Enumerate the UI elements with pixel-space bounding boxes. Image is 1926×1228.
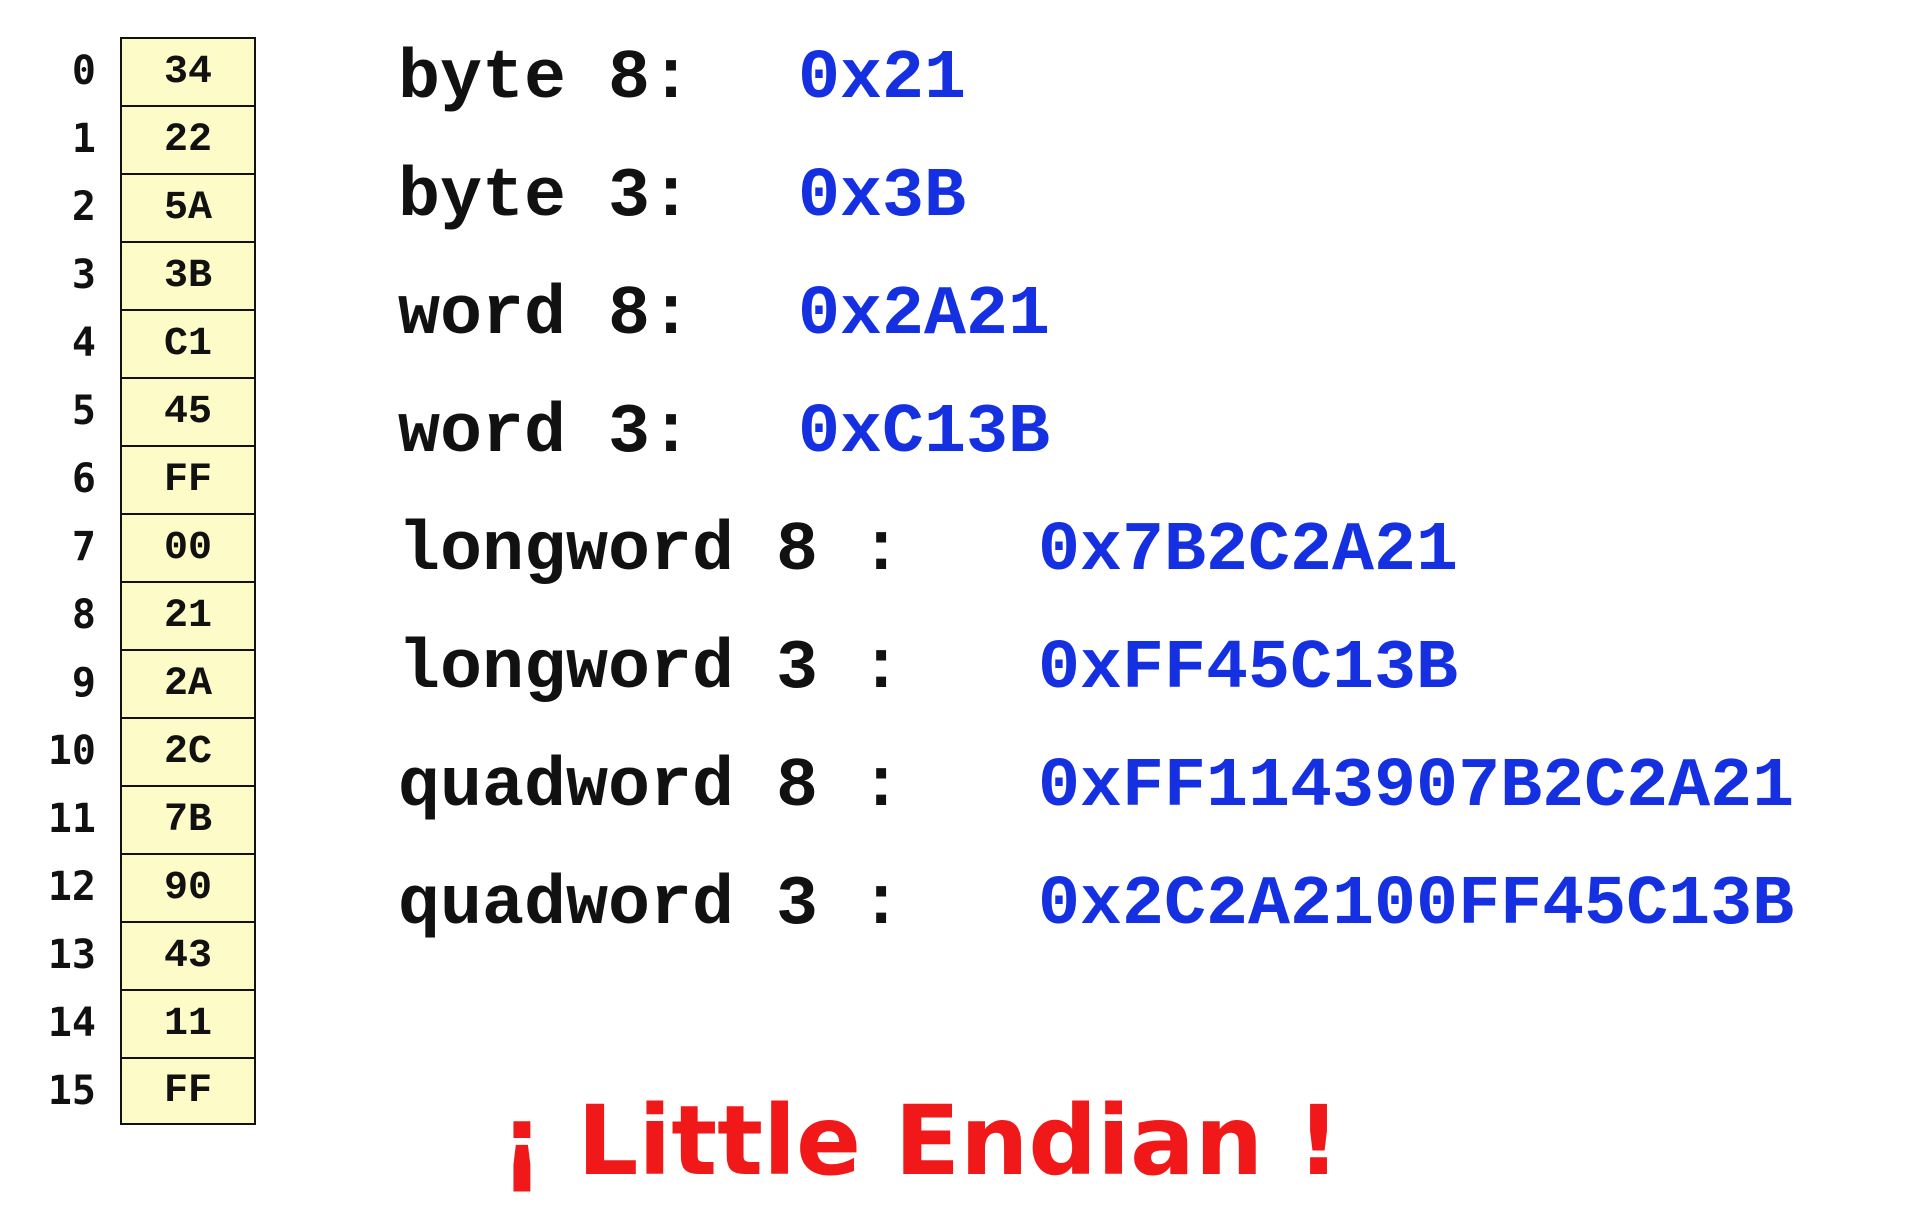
readout-line: byte 8: 0x21 (398, 40, 966, 120)
memory-cell: 11 (120, 989, 256, 1057)
memory-address: 9 (71, 660, 96, 706)
readout-line: word 3: 0xC13B (398, 394, 1050, 474)
memory-cell: 2A (120, 649, 256, 717)
memory-address: 4 (71, 320, 96, 366)
readout-line: quadword 8 : 0xFF1143907B2C2A21 (398, 748, 1794, 828)
memory-cell: FF (120, 1057, 256, 1125)
memory-address: 15 (47, 1068, 96, 1114)
memory-row: 7 00 (40, 513, 256, 581)
memory-cell: 2C (120, 717, 256, 785)
memory-cell: 00 (120, 513, 256, 581)
readout-label: word 8: (398, 276, 693, 355)
readout-value: 0x3B (798, 158, 967, 237)
memory-cell: 43 (120, 921, 256, 989)
readout-line: word 8: 0x2A21 (398, 276, 1050, 356)
memory-address: 13 (47, 932, 96, 978)
memory-cell: 7B (120, 785, 256, 853)
memory-cell: 34 (120, 37, 256, 105)
memory-cell: 22 (120, 105, 256, 173)
memory-row: 8 21 (40, 581, 256, 649)
memory-cell: 5A (120, 173, 256, 241)
memory-row: 6 FF (40, 445, 256, 513)
memory-cell: 21 (120, 581, 256, 649)
memory-row: 9 2A (40, 649, 256, 717)
memory-row: 5 45 (40, 377, 256, 445)
memory-cell: FF (120, 445, 256, 513)
readout-value: 0x2A21 (798, 276, 1051, 355)
readout-value: 0xFF1143907B2C2A21 (1038, 748, 1795, 827)
readout-label: byte 8: (398, 40, 693, 119)
memory-address: 5 (71, 388, 96, 434)
memory-address: 7 (71, 524, 96, 570)
memory-row: 12 90 (40, 853, 256, 921)
memory-address: 8 (71, 592, 96, 638)
memory-row: 1 22 (40, 105, 256, 173)
memory-address: 2 (71, 184, 96, 230)
readout-value: 0x2C2A2100FF45C13B (1038, 866, 1795, 945)
readout-label: quadword 3 : (398, 866, 903, 945)
memory-row: 15 FF (40, 1057, 256, 1125)
memory-address: 6 (71, 456, 96, 502)
memory-address: 0 (71, 48, 96, 94)
memory-cell: 90 (120, 853, 256, 921)
memory-cell: 3B (120, 241, 256, 309)
readout-value: 0xC13B (798, 394, 1051, 473)
readout-line: longword 8 : 0x7B2C2A21 (398, 512, 1458, 592)
memory-row: 3 3B (40, 241, 256, 309)
memory-row: 10 2C (40, 717, 256, 785)
readout-line: quadword 3 : 0x2C2A2100FF45C13B (398, 866, 1794, 946)
memory-row: 0 34 (40, 37, 256, 105)
memory-row: 13 43 (40, 921, 256, 989)
memory-address: 11 (47, 796, 96, 842)
memory-address: 10 (47, 728, 96, 774)
memory-row: 2 5A (40, 173, 256, 241)
readout-line: longword 3 : 0xFF45C13B (398, 630, 1458, 710)
memory-address: 14 (47, 1000, 96, 1046)
readout-label: longword 3 : (398, 630, 903, 709)
readout-label: word 3: (398, 394, 693, 473)
readout-value: 0xFF45C13B (1038, 630, 1459, 709)
memory-address: 12 (47, 864, 96, 910)
memory-row: 4 C1 (40, 309, 256, 377)
memory-cell: C1 (120, 309, 256, 377)
memory-cell: 45 (120, 377, 256, 445)
readout-line: byte 3: 0x3B (398, 158, 966, 238)
memory-address: 1 (71, 116, 96, 162)
readout-value: 0x7B2C2A21 (1038, 512, 1459, 591)
readout-label: byte 3: (398, 158, 693, 237)
readout-label: longword 8 : (398, 512, 903, 591)
memory-row: 11 7B (40, 785, 256, 853)
memory-row: 14 11 (40, 989, 256, 1057)
little-endian-banner: ¡ Little Endian ! (500, 1085, 1341, 1197)
memory-address: 3 (71, 252, 96, 298)
readout-value: 0x21 (798, 40, 967, 119)
readout-label: quadword 8 : (398, 748, 903, 827)
